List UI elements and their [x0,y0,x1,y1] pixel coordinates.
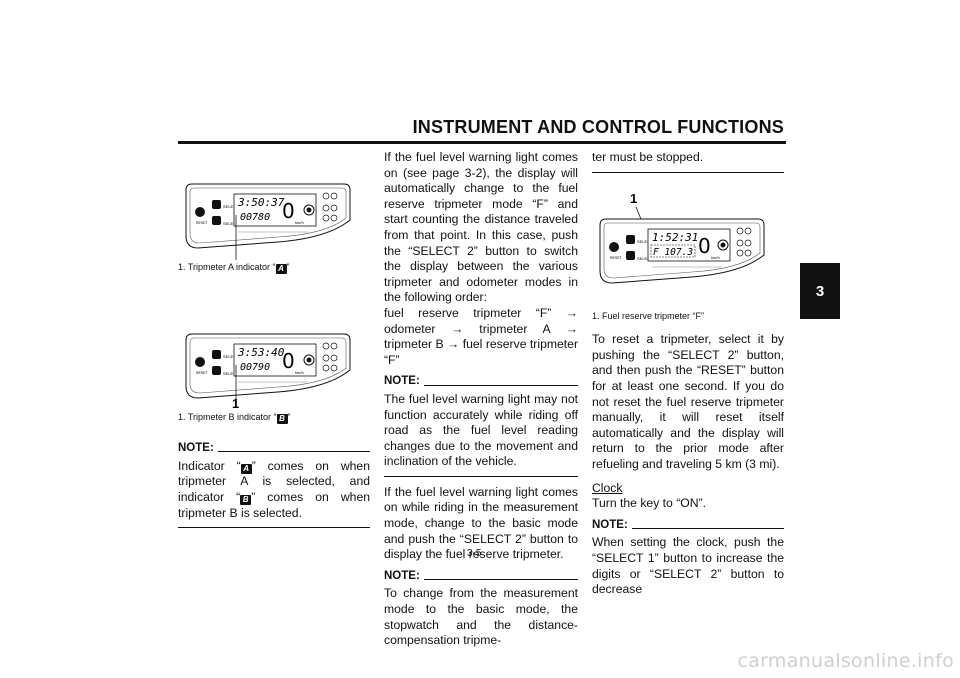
tripmeter-b-icon: B [276,413,288,424]
left-column: SELECT 1 SELECT 2 RESET 3:50:37 00780 0 … [178,150,370,536]
meter-time: 3:53:40 [237,346,285,359]
note-rule [423,579,578,581]
reset-label: RESET [196,371,209,375]
meter-illustration-f: 1 SELECT 1 SELECT 2 RESET 1:52:31 F 107.… [599,191,765,284]
select2-label: SELECT 2 [637,256,657,261]
note-mid-1: NOTE: The fuel level warning light may n… [384,374,578,477]
caption-a-text: 1. Tripmeter A indicator “ [178,262,276,272]
tripmeter-a-icon: A [240,463,252,474]
middle-column: If the fuel level warning light comes on… [384,150,578,649]
chapter-tab[interactable]: 3 [800,263,840,319]
clock-heading: Clock [592,480,623,495]
meter-speed: 0 [282,349,295,373]
figure-fuel-reserve: 1 SELECT 1 SELECT 2 RESET 1:52:31 F 107.… [592,181,784,305]
paragraph-measurement-mode: If the fuel level warning light comes on… [384,484,578,562]
note-part-3: ” comes on when tripmeter B is selected. [178,489,370,520]
title-rule [178,141,786,144]
tripmeter-b-icon: B [240,494,252,505]
note-label: NOTE: [178,442,214,455]
note-heading: NOTE: [384,569,578,585]
note-heading: NOTE: [384,374,578,390]
caption-a: 1. Tripmeter A indicator “A” [178,260,370,276]
note-rule [631,528,784,530]
right-column: ter must be stopped. 1 SELECT 1 SELECT 2… [592,150,784,598]
kmh-label: km/h [295,370,304,375]
caption-f: 1. Fuel reserve tripmeter “F” [592,310,705,321]
note-end-rule [178,527,370,529]
caption-a-end: ” [286,262,290,272]
note-mid-2: NOTE: To change from the measurement mod… [384,569,578,649]
note-end-rule [592,171,784,173]
note-label: NOTE: [384,375,420,388]
meter-time: 1:52:31 [652,231,698,244]
caption-b-end: ” [287,411,291,422]
note-heading: NOTE: [592,518,784,534]
note-part-2: ” comes on when tripmeter A is selected,… [178,458,370,504]
callout-1: 1 [630,191,637,206]
select2-label: SELECT 2 [223,221,243,226]
caption-b-text: 1. Tripmeter B indicator “ [178,411,277,422]
meter-odo: 00790 [240,362,270,373]
note-right: NOTE: When setting the clock, push the “… [592,518,784,598]
meter-odo: 00780 [240,212,270,223]
clock-text: Turn the key to “ON”. [592,496,707,511]
note-rule [423,384,578,386]
paragraph-fuel-warning: If the fuel level warning light comes on… [384,150,578,305]
tripmeter-a-icon: A [275,264,287,274]
figure-tripmeter-a: SELECT 1 SELECT 2 RESET 3:50:37 00780 0 … [178,150,370,260]
select1-label: SELECT 1 [223,204,243,209]
meter-speed: 0 [698,234,711,258]
select1-label: SELECT 1 [223,354,243,359]
kmh-label: km/h [711,255,720,260]
meter-time: 3:50:37 [237,196,285,209]
select2-label: SELECT 2 [223,371,243,376]
figure-tripmeter-b: SELECT 1 SELECT 2 RESET 3:53:40 00790 0 … [178,300,370,410]
kmh-label: km/h [295,220,304,225]
note-left: NOTE: Indicator “A” comes on when tripme… [178,441,370,529]
reset-label: RESET [196,221,209,225]
page-number: 3-5 [467,548,482,559]
note-text: To change from the measurement mode to t… [384,586,578,648]
note-part-1: Indicator “ [178,458,241,473]
meter-illustration-b: SELECT 1 SELECT 2 RESET 3:53:40 00790 0 … [185,333,351,410]
page-title: INSTRUMENT AND CONTROL FUNCTIONS [412,117,784,137]
note-label: NOTE: [384,569,420,582]
note-text: The fuel level warning light may not fun… [384,391,578,469]
reset-label: RESET [610,256,623,260]
note-text: Indicator “A” comes on when tripmeter A … [178,459,370,521]
watermark[interactable]: carmanualsonline.info [737,650,954,672]
meter-illustration-a: SELECT 1 SELECT 2 RESET 3:50:37 00780 0 … [185,183,351,260]
note-end-rule [384,475,578,477]
meter-speed: 0 [282,199,295,223]
callout-1: 1 [232,396,239,410]
paragraph-reset: To reset a tripmeter, select it by pushi… [592,332,784,471]
note-rule [217,451,370,453]
note-label: NOTE: [592,518,628,531]
caption-b: 1. Tripmeter B indicator “B” [178,410,370,426]
paragraph-continued: ter must be stopped. [592,150,704,164]
meter-odo: F 107.3 [653,247,693,258]
note-text: When setting the clock, push the “SELECT… [592,535,784,597]
select1-label: SELECT 1 [637,239,657,244]
note-heading: NOTE: [178,441,370,457]
paragraph-mode-order: fuel reserve tripmeter “F” → odometer → … [384,305,578,367]
